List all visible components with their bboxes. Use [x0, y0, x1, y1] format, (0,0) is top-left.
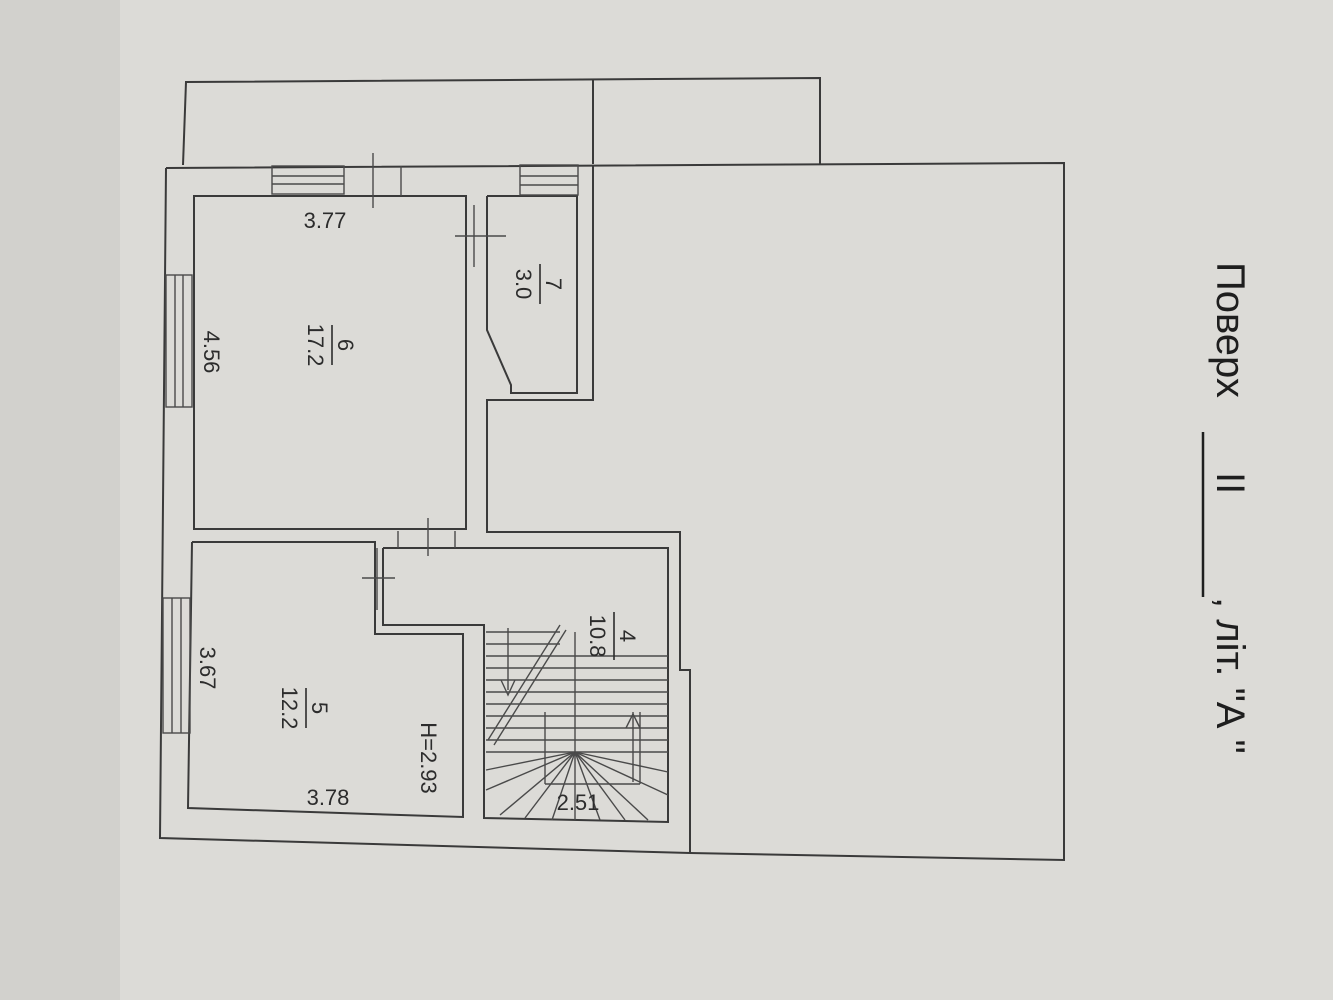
- dim-room6-width: 3.77: [304, 208, 347, 233]
- dim-stair: 2.51: [557, 790, 600, 815]
- window-top-left: [271, 165, 345, 195]
- room-5-number: 5: [307, 702, 332, 714]
- annex-outline: [182, 76, 821, 166]
- room-4-label: 4 10.8: [585, 612, 640, 660]
- sheet-title: Поверх II , літ. "А ": [1201, 262, 1252, 754]
- room-7-walls: [486, 195, 578, 394]
- stairs: [485, 624, 669, 821]
- room-5-label: 5 12.2: [277, 687, 332, 730]
- title-prefix: Поверх: [1208, 262, 1252, 398]
- svg-text:Поверх: Поверх: [1208, 262, 1252, 398]
- room-6-area: 17.2: [303, 324, 328, 367]
- room-4-number: 4: [615, 630, 640, 642]
- door-marks: [362, 153, 506, 610]
- window-top-right: [519, 164, 579, 196]
- window-left-upper: [165, 274, 193, 408]
- room-6-walls: [193, 195, 467, 530]
- room-7-area: 3.0: [511, 269, 536, 300]
- dim-room6-length: 4.56: [199, 331, 224, 374]
- ceiling-height: H=2.93: [416, 722, 441, 794]
- room-7-number: 7: [541, 278, 566, 290]
- room-5-area: 12.2: [277, 687, 302, 730]
- title-suffix: , літ. "А ": [1208, 597, 1252, 754]
- room-6-number: 6: [333, 339, 358, 351]
- svg-text:, літ. "А ": , літ. "А ": [1208, 597, 1252, 754]
- svg-text:II: II: [1208, 472, 1252, 494]
- room-6-label: 6 17.2: [303, 324, 358, 367]
- dim-room5-width: 3.78: [307, 785, 350, 810]
- window-left-lower: [162, 597, 191, 734]
- dim-room5-length: 3.67: [195, 647, 220, 690]
- room-4-walls: [382, 547, 669, 824]
- title-floor: II: [1208, 472, 1252, 494]
- room-7-label: 7 3.0: [511, 264, 566, 304]
- room-5-walls: [186, 541, 464, 819]
- building-outline: [158, 161, 1065, 862]
- room-4-area: 10.8: [585, 615, 610, 658]
